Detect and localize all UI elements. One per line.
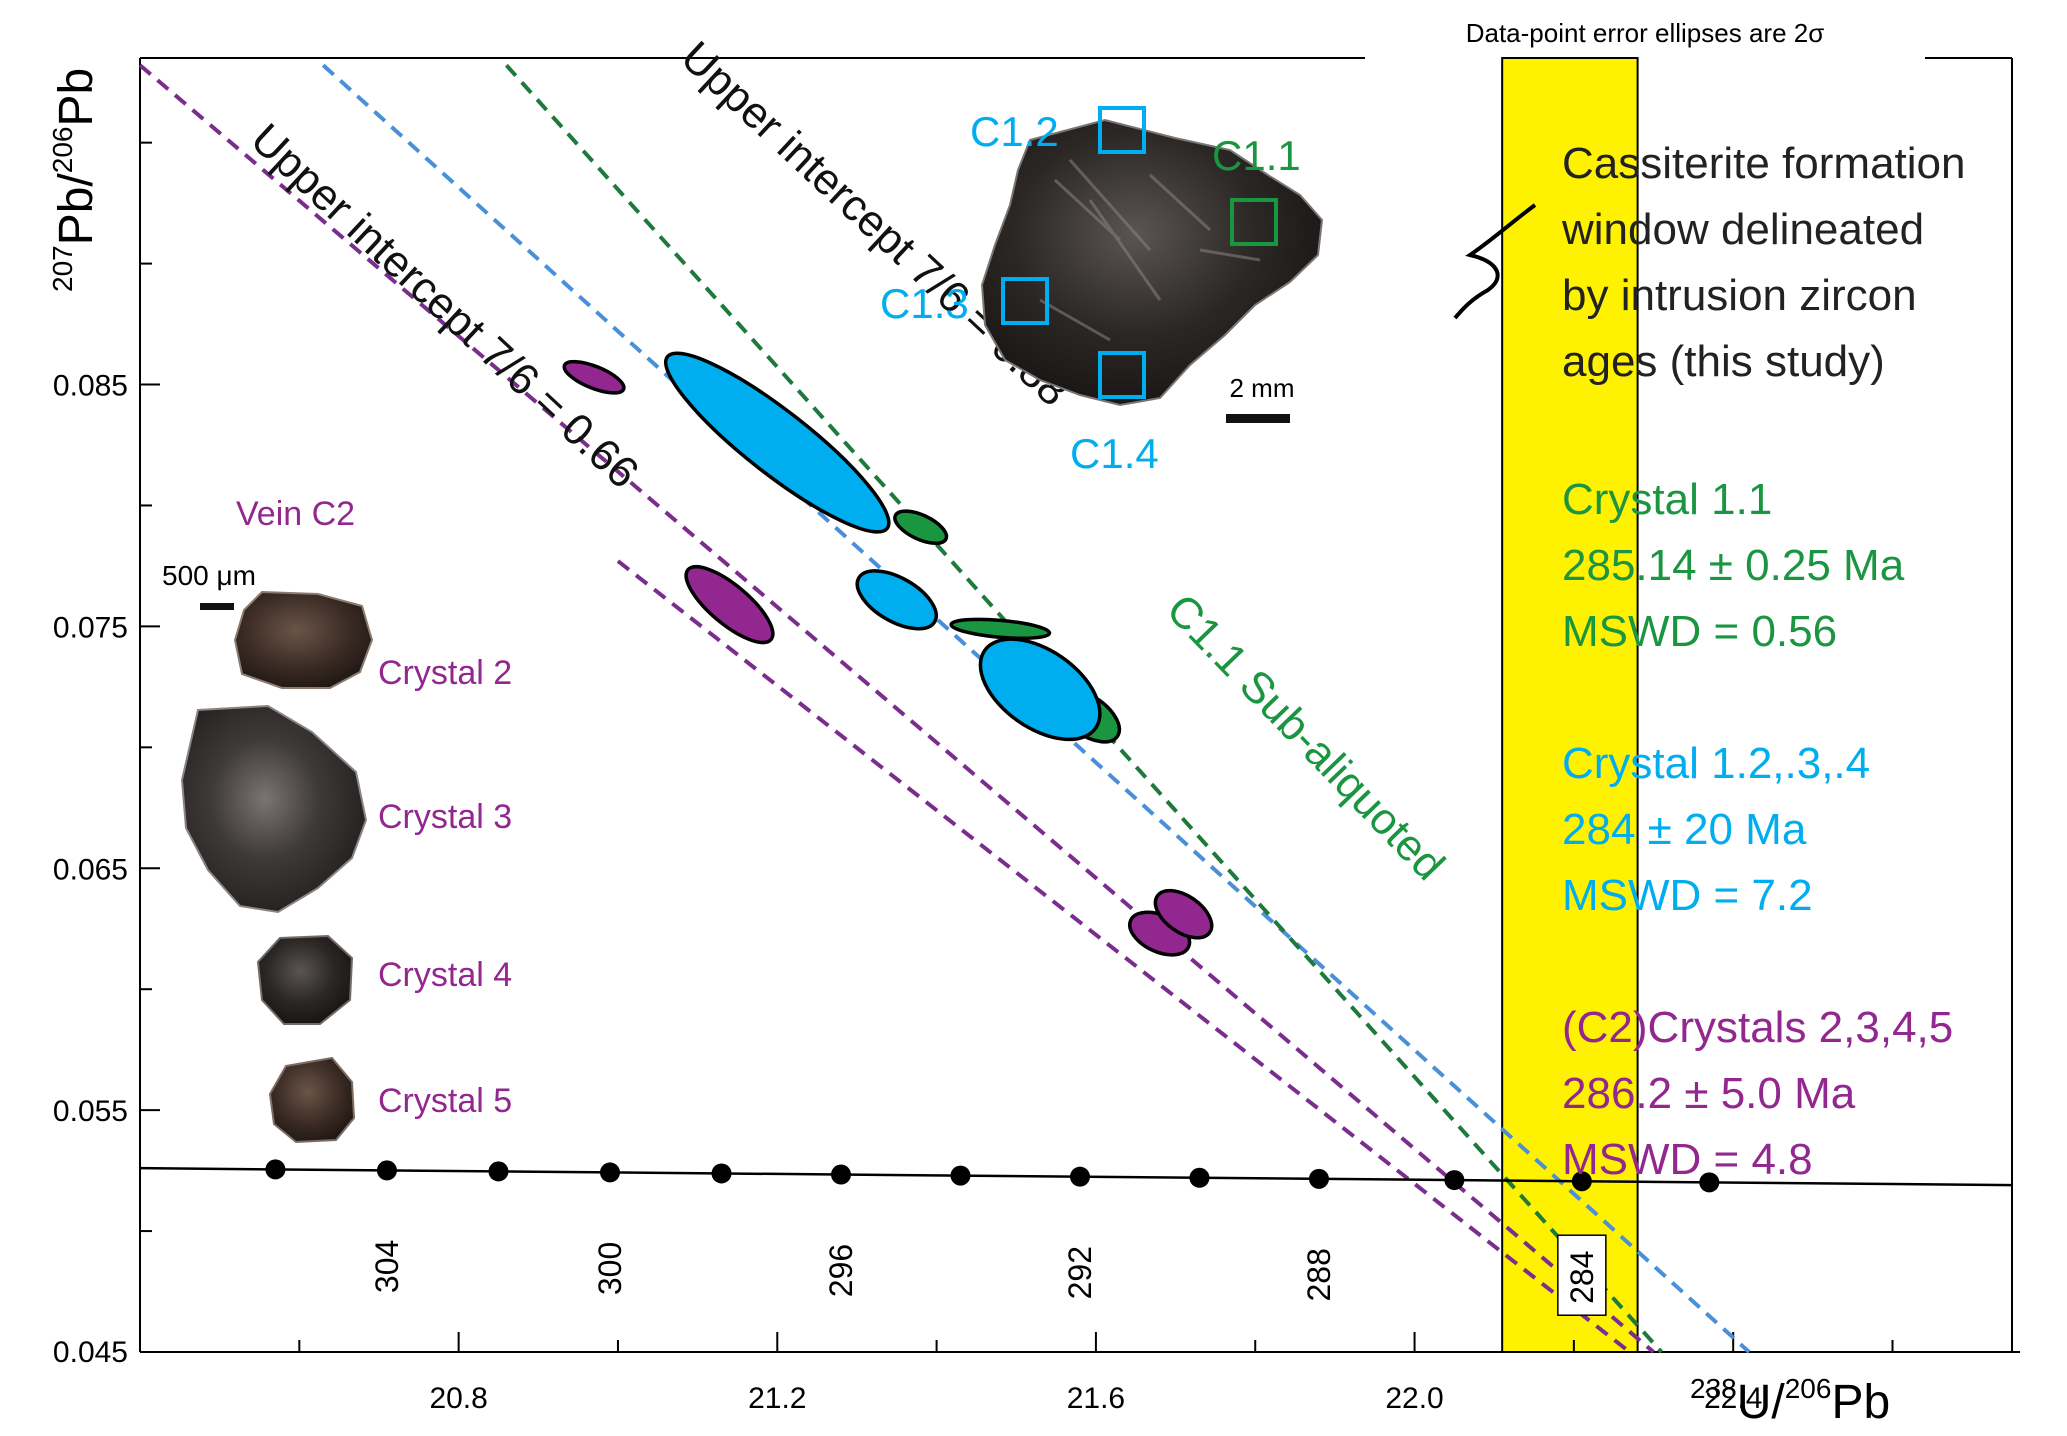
formation-window-band (1501, 57, 1639, 1353)
concordia-age-point (950, 1165, 971, 1186)
error-ellipse-note: Data-point error ellipses are 2σ (1466, 18, 1825, 48)
c2-scale-label: 500 μm (162, 560, 256, 591)
y-tick-label: 0.065 (53, 853, 128, 886)
concordia-age-label: 304 (369, 1240, 405, 1293)
x-tick-label: 22.0 (1385, 1382, 1443, 1415)
concordia-age-label: 300 (592, 1242, 628, 1295)
concordia-age-point (1699, 1172, 1720, 1193)
crystal-2-image (233, 590, 374, 689)
error-ellipse-series-2 (684, 565, 775, 645)
legend-entry-crystal-1-2: Crystal 1.2,.3,.4 (1562, 739, 1870, 788)
concordia-age-label: 296 (823, 1244, 859, 1297)
c2-scale-bar (200, 603, 234, 610)
regression-line-purple-b (616, 559, 1631, 1354)
regression-line-blue (321, 63, 1751, 1354)
error-ellipse-series-0 (893, 509, 949, 546)
line-annotation-2: C1.1 Sub-aliquoted (1157, 585, 1454, 890)
error-ellipse-series-0 (949, 617, 1052, 641)
concordia-age-point (1571, 1171, 1592, 1192)
crystal-3-image (180, 704, 368, 914)
c1-3-label: C1.3 (880, 280, 969, 327)
concordia-age-point (711, 1163, 732, 1184)
legend-entry-crystal-1-1: Crystal 1.1 (1562, 475, 1772, 524)
window-text-line: window delineated (1561, 205, 1924, 254)
error-ellipse-series-1 (855, 569, 938, 631)
error-ellipse-series-1 (663, 351, 891, 534)
x-tick-label: 20.8 (429, 1382, 487, 1415)
legend-entry-c2-age: 286.2 ± 5.0 Ma (1562, 1069, 1856, 1118)
error-ellipses (562, 351, 1214, 957)
y-tick-label-min: 0.045 (53, 1336, 128, 1369)
c1-4-box (1098, 351, 1146, 399)
regression-line-purple-a (138, 63, 1655, 1354)
concordia-age-point (376, 1160, 397, 1181)
window-pointer-squiggle (1453, 203, 1537, 320)
crystal-5-label: Crystal 5 (378, 1082, 512, 1120)
window-text-line: Cassiterite formation (1562, 139, 1965, 188)
c1-scale-label: 2 mm (1230, 373, 1295, 403)
concordia-age-point (831, 1164, 852, 1185)
error-ellipse-series-1 (978, 637, 1102, 742)
legend-entry-c2-mswd: MSWD = 4.8 (1562, 1135, 1813, 1184)
c1-scale-bar (1226, 414, 1290, 423)
concordia-age-point (1069, 1166, 1090, 1187)
crystal-4-label: Crystal 4 (378, 956, 512, 994)
c1-3-box (1001, 277, 1049, 325)
c1-4-label: C1.4 (1070, 430, 1159, 477)
crystal-3-label: Crystal 3 (378, 798, 512, 836)
legend-entry-crystal-1-1-age: 285.14 ± 0.25 Ma (1562, 541, 1905, 590)
c1-2-label: C1.2 (970, 108, 1059, 155)
error-ellipse-series-2 (562, 359, 626, 395)
concordia-age-point (1444, 1170, 1465, 1191)
concordia-age-label: 292 (1062, 1246, 1098, 1299)
legend-block: Cassiterite formation window delineated … (1453, 139, 1965, 1184)
x-axis-tick-labels: 20.8 21.2 21.6 22.0 22.4 (429, 1382, 1762, 1415)
x-axis-title: 238U/206Pb (1690, 1373, 1890, 1429)
crystal-2-label: Crystal 2 (378, 654, 512, 692)
c1-crystal-streaks (1039, 159, 1261, 342)
y-tick-label: 0.055 (53, 1095, 128, 1128)
window-text-line: ages (this study) (1562, 337, 1885, 386)
y-tick-label: 0.075 (53, 611, 128, 644)
inset-c2-crystals: Vein C2 500 μm Crystal 2 Crystal 3 Cryst… (162, 495, 512, 1144)
x-axis-ticks (298, 1332, 1894, 1352)
legend-entry-crystal-1-2-mswd: MSWD = 7.2 (1562, 871, 1813, 920)
y-tick-label: 0.085 (53, 370, 128, 403)
concordia-age-point (265, 1159, 286, 1180)
crystal-4-image (256, 934, 354, 1025)
concordia-age-point (599, 1162, 620, 1183)
y-axis-ticks (140, 141, 160, 1233)
legend-entry-crystal-1-1-mswd: MSWD = 0.56 (1562, 607, 1837, 656)
x-tick-label: 21.2 (748, 1382, 806, 1415)
age-label-box (1557, 1234, 1607, 1316)
error-ellipse-series-2 (1153, 888, 1214, 940)
c1-1-box (1230, 198, 1278, 246)
concordia-age-label: 284 (1564, 1251, 1600, 1304)
concordia-age-label: 288 (1301, 1248, 1337, 1301)
x-tick-label: 21.6 (1067, 1382, 1125, 1415)
inset-c1-crystal: C1.2 C1.1 C1.3 C1.4 2 mm (880, 106, 1324, 477)
legend-entry-c2: (C2)Crystals 2,3,4,5 (1562, 1003, 1953, 1052)
c2-title: Vein C2 (236, 495, 355, 533)
window-text-line: by intrusion zircon (1562, 271, 1917, 320)
y-axis-title: 207Pb/206Pb (47, 68, 103, 292)
y-axis-tick-labels: 0.055 0.065 0.075 0.085 0.045 (53, 370, 128, 1369)
line-annotation-0: Upper intercept 7/6 = 0.66 (241, 114, 647, 498)
legend-entry-crystal-1-2-age: 284 ± 20 Ma (1562, 805, 1807, 854)
crystal-5-image (268, 1056, 356, 1144)
concordia-age-point (488, 1161, 509, 1182)
concordia-age-point (1189, 1167, 1210, 1188)
x-tick-label: 22.4 (1704, 1382, 1762, 1415)
c1-2-box (1098, 106, 1146, 154)
c1-1-label: C1.1 (1212, 132, 1301, 179)
concordia-curve: 304 300 296 292 288 284 (139, 1159, 2013, 1316)
concordia-age-point (1308, 1168, 1329, 1189)
